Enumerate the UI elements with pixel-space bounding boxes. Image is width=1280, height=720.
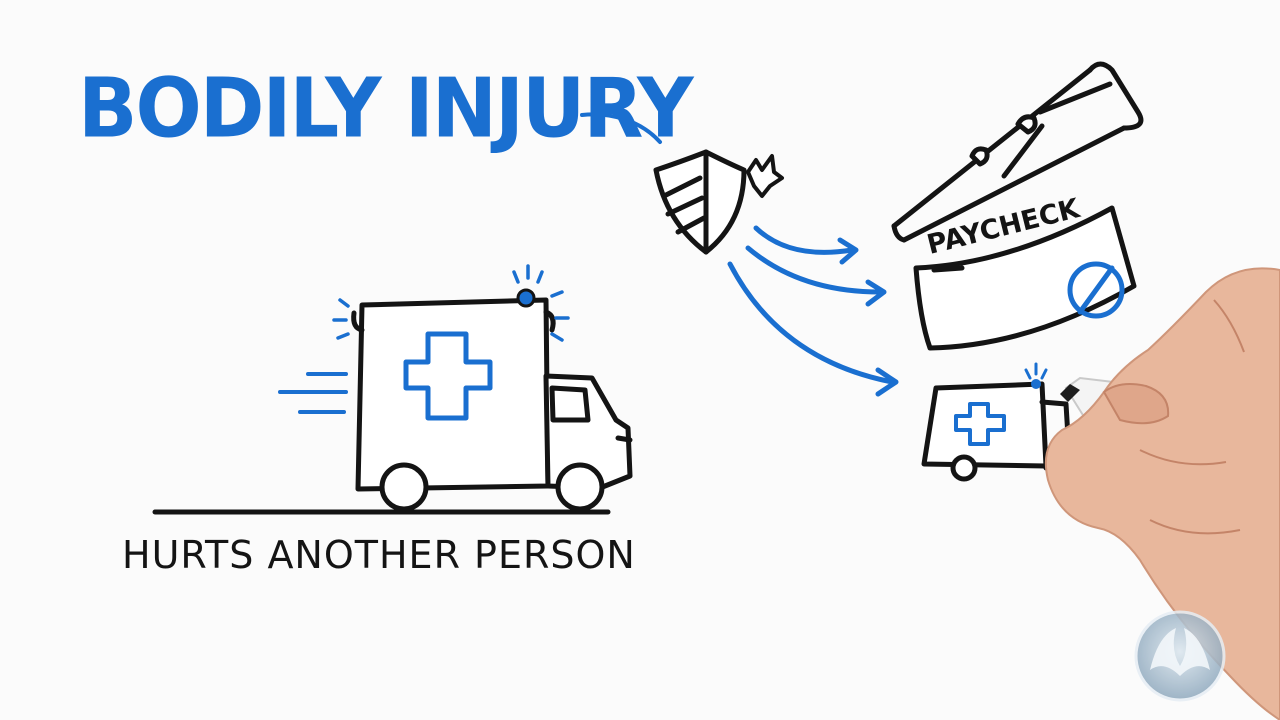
- siren-flashes: [332, 264, 570, 342]
- hand-with-marker: [1044, 267, 1280, 720]
- arrows: [727, 225, 899, 397]
- no-symbol-icon: [1067, 261, 1125, 319]
- title-connector-line: [580, 112, 662, 144]
- arrow-to-hospital: [727, 261, 895, 385]
- small-ambulance-cross: [954, 402, 1006, 446]
- arrow-to-paycheck: [745, 245, 883, 295]
- small-siren-flashes: [1024, 362, 1048, 389]
- arrow-to-crutch: [753, 225, 855, 255]
- caption-text: HURTS ANOTHER PERSON: [122, 533, 636, 577]
- ambulance-cross: [403, 331, 493, 421]
- brand-logo-icon: [1134, 610, 1226, 702]
- spark-icon: [746, 154, 784, 198]
- speed-lines: [278, 372, 348, 414]
- shield-icon: [653, 149, 747, 255]
- crutch-icon: [891, 61, 1144, 243]
- page-title: BODILY INJURY: [78, 61, 694, 157]
- ambulance-icon: [152, 288, 633, 515]
